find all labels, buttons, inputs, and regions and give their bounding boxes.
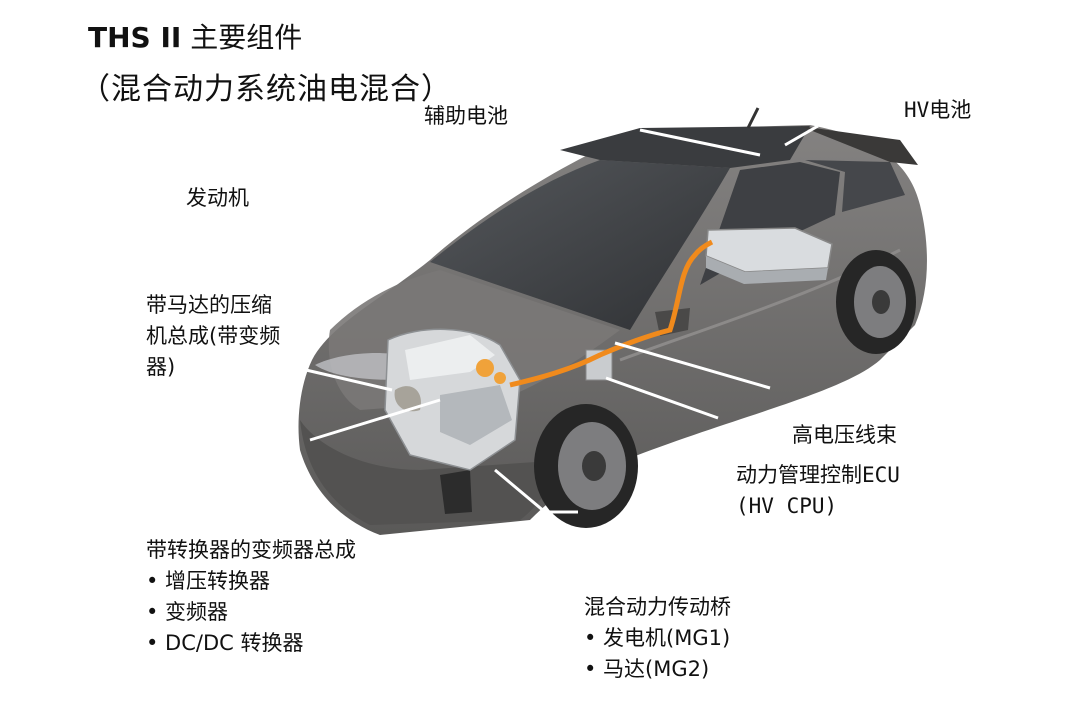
hv-battery-pack	[705, 227, 833, 284]
page-title: THS II 主要组件	[88, 16, 302, 56]
label-ecu: 动力管理控制ECU (HV CPU)	[736, 460, 900, 522]
label-transaxle-head: 混合动力传动桥	[584, 595, 731, 619]
label-inverter: 带转换器的变频器总成 • 增压转换器 • 变频器 • DC/DC 转换器	[146, 535, 356, 659]
rear-wheel	[836, 250, 916, 354]
list-item: • 变频器	[146, 600, 229, 624]
label-hv-battery: HV电池	[904, 98, 972, 122]
label-compressor-line: 器)	[146, 355, 176, 379]
label-ecu-line: 动力管理控制ECU	[736, 463, 900, 487]
title-brand: THS II	[88, 21, 182, 54]
label-aux-battery: 辅助电池	[424, 104, 508, 128]
label-compressor: 带马达的压缩 机总成(带变频 器)	[146, 290, 280, 383]
engine-assembly	[384, 328, 521, 471]
label-compressor-line: 带马达的压缩	[146, 293, 272, 317]
leader-lines	[305, 124, 819, 514]
headlight	[315, 353, 405, 380]
label-transaxle: 混合动力传动桥 • 发电机(MG1) • 马达(MG2)	[584, 592, 731, 685]
front-wheel	[534, 404, 638, 528]
label-harness: 高电压线束	[792, 423, 897, 447]
title-main: 主要组件	[181, 21, 303, 54]
label-inverter-head: 带转换器的变频器总成	[146, 538, 356, 562]
label-compressor-line: 机总成(带变频	[146, 324, 281, 348]
list-item: • DC/DC 转换器	[146, 631, 304, 655]
list-item: • 发电机(MG1)	[584, 626, 731, 650]
high-voltage-cable	[509, 239, 714, 388]
list-item: • 马达(MG2)	[584, 657, 710, 681]
label-engine: 发动机	[186, 186, 249, 210]
fog-light	[440, 470, 472, 514]
list-item: • 增压转换器	[146, 569, 271, 593]
label-ecu-line: (HV CPU)	[736, 494, 838, 518]
page-subtitle: （混合动力系统油电混合）	[80, 72, 452, 107]
